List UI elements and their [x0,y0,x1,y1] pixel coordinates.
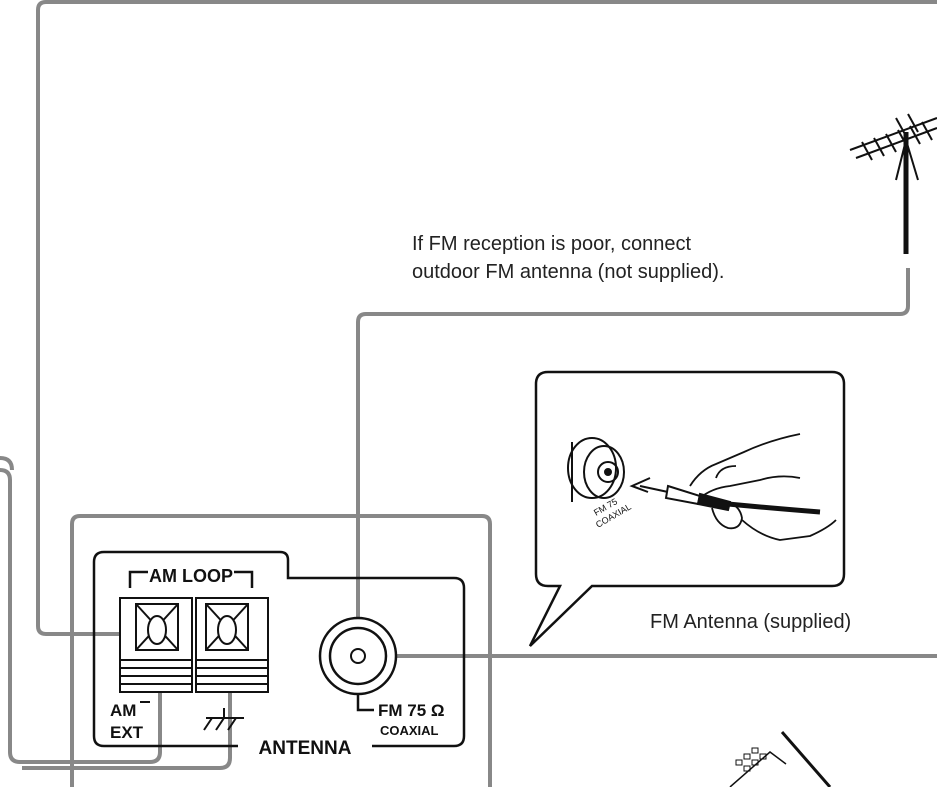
am-loop-wire [36,0,937,636]
ground-symbol-icon [203,708,244,731]
fm-antenna-supplied-caption: FM Antenna (supplied) [650,611,852,633]
fm75-label: FM 75 Ω [378,701,445,720]
coaxial-label: COAXIAL [380,723,439,738]
ground-wire [0,456,14,492]
antenna-terminal-panel: AM LOOP AM EXT [92,550,466,759]
rear-panel-outline [70,514,492,787]
ground-loop-wire [22,636,232,770]
coaxial-plug-icon [629,477,821,515]
outdoor-caption-line2: outdoor FM antenna (not supplied). [412,261,725,283]
am-loop-label: AM LOOP [149,566,233,586]
ext-label: EXT [110,723,144,742]
fm-antenna-tbar-icon [729,731,832,788]
callout-jack-icon [567,437,625,502]
fm-coaxial-jack[interactable] [318,616,398,712]
outdoor-antenna-caption: If FM reception is poor, connect outdoor… [412,230,724,286]
am-label: AM [110,701,136,720]
am-ext-terminal[interactable] [119,597,193,693]
outdoor-antenna-lead [356,268,910,656]
hand-icon [689,433,837,541]
antenna-label: ANTENNA [259,738,352,759]
ground-terminal[interactable] [195,597,269,693]
am-ext-wire [0,468,162,764]
outdoor-caption-line1: If FM reception is poor, connect [412,233,692,255]
callout-bubble: FM 75 COAXIAL [528,370,846,647]
outdoor-antenna-icon [849,113,937,254]
